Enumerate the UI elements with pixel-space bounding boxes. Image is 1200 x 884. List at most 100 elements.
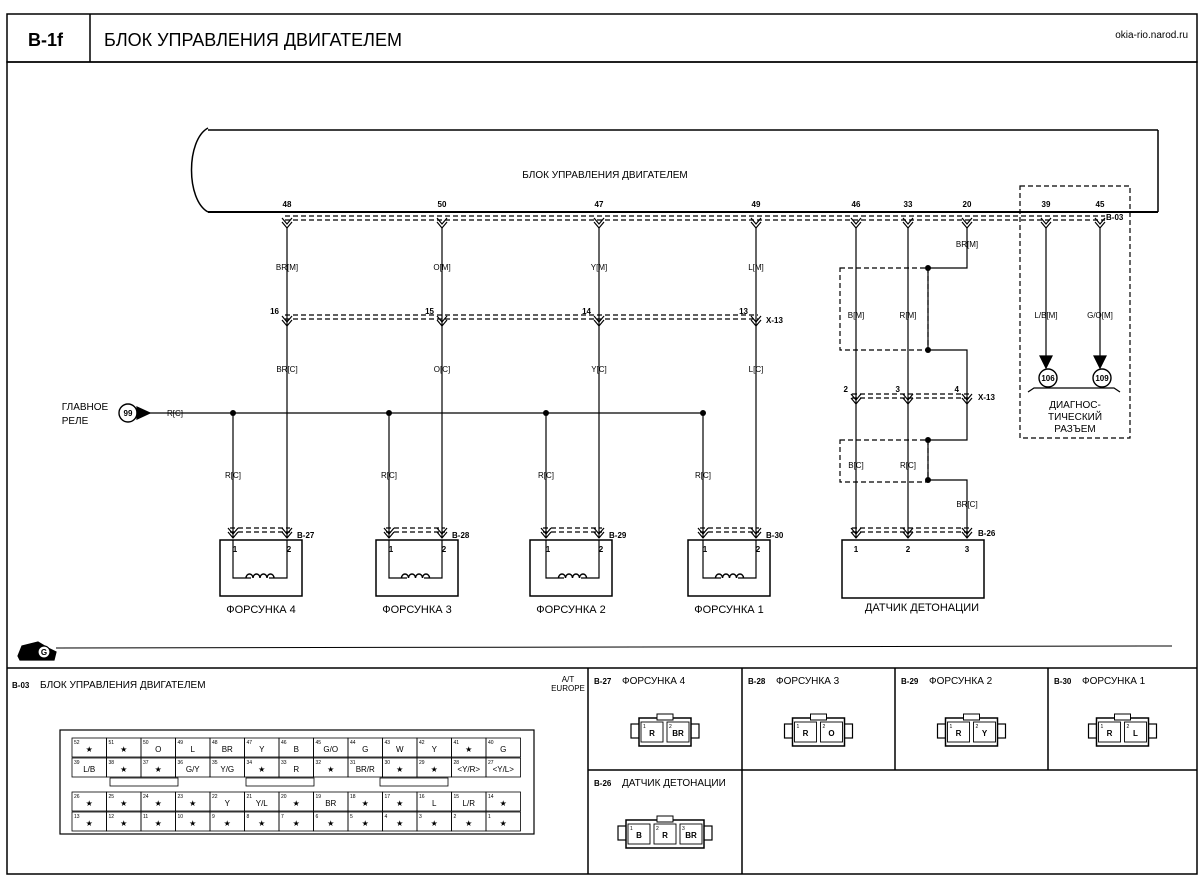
injector-body [375,539,459,597]
knock-x13-pin: 4 [955,385,960,394]
knock-x13-chevron [850,393,862,405]
b03-pin-color: Y [259,745,265,754]
b03-pin-number: 19 [316,794,322,800]
b03-pin-color: G [362,745,368,754]
b03-pin-number: 49 [178,740,184,746]
main-relay-label-line1: ГЛАВНОЕ [62,402,109,413]
connector-view-pin-number: 2 [976,724,979,730]
b03-pin-color: ★ [189,799,196,808]
connector-view-pin-color: R [1107,729,1113,738]
b03-pin-color: BR/R [356,765,375,774]
b03-pin-cell [485,791,521,812]
injector-body [529,539,613,597]
injector-pin-chevron [593,527,605,539]
b03-pin-number: 1 [488,814,491,820]
connector-view-pin-number: 2 [656,826,659,832]
b03-pin-number: 15 [454,794,460,800]
knock-pin-chevron [850,527,862,539]
injector-terminal-2: 2 [442,545,447,554]
knock-x13-chevron [961,393,973,405]
injector-pin-chevron [227,527,239,539]
b03-pin-number: 6 [316,814,319,820]
b03-pin-color: B [294,745,299,754]
ecu-pin-number: 33 [904,200,913,209]
connector-view-pin-number: 1 [797,724,800,730]
diag-dashed-box [1019,185,1131,439]
b03-pin-color: BR [222,745,233,754]
injector-name: ФОРСУНКА 4 [226,604,296,616]
b03-pin-number: 13 [74,814,80,820]
supply-junction-dot [230,410,236,416]
b03-pin-number: 25 [109,794,115,800]
knock-terminal-number: 3 [965,545,970,554]
ecu-pin-chevron [750,217,762,229]
injector-coil-icon [400,573,431,579]
b03-pin-color: L [191,745,196,754]
diag-reference [1038,368,1058,388]
b03-pin-number: 10 [178,814,184,820]
injector-connector-code: B-28 [452,531,470,540]
connector-view-pin-number: 2 [1127,724,1130,730]
b03-pin-number: 8 [247,814,250,820]
ecu-pin-number: 49 [752,200,761,209]
injector-coil-leads [545,540,600,579]
injector-supply-label: R[C] [538,471,554,480]
b03-pin-color: ★ [155,799,162,808]
ecu-pin-chevron [1094,217,1106,229]
connector-view-body [944,717,999,747]
b03-pin-number: 48 [212,740,218,746]
b03-pin-color: ★ [293,799,300,808]
connector-view-name: ФОРСУНКА 3 [776,676,840,687]
b03-pin-color: G [500,745,506,754]
b03-pin-color: ★ [120,819,127,828]
injector-x13-chevron [281,315,293,327]
b03-pin-color: Y [432,745,438,754]
connector-view-latch [656,713,674,721]
main-relay-wire-label: R[C] [167,409,183,418]
injector-terminal-2: 2 [756,545,761,554]
connector-view-pin-number: 1 [1101,724,1104,730]
injector-coil-leads [702,540,757,579]
connector-view-latch [1114,713,1131,721]
b03-pin-color: BR [325,799,336,808]
b03-pin-cell [485,811,521,832]
b03-latch-slot [379,777,449,787]
ecu-pin-number: 48 [283,200,292,209]
connector-view-pin [627,823,651,845]
b03-pin-number: 23 [178,794,184,800]
b03-pin-number: 30 [385,760,391,766]
diag-reference-number: 106 [1041,374,1055,383]
knock-wire-label: B[C] [848,461,864,470]
b03-pin-cell [485,737,521,758]
b03-pin-number: 45 [316,740,322,746]
injector-upper-wire-label: Y[M] [591,263,607,272]
connector-view-pin-color: R [649,729,655,738]
injector-upper-wire-label: BR[M] [276,263,298,272]
injector-connector-code: B-30 [766,531,784,540]
injector-name: ФОРСУНКА 2 [536,604,606,616]
injector-name: ФОРСУНКА 3 [382,604,452,616]
b03-pin-number: 46 [281,740,287,746]
injector-supply-label: R[C] [225,471,241,480]
b03-pin-number: 12 [109,814,115,820]
connector-view-pin [653,823,677,845]
diag-connector-bracket [1027,387,1121,393]
b03-pin-number: 11 [143,814,148,820]
b03-pin-color: ★ [396,765,403,774]
knock-pin-chevron [902,527,914,539]
b03-pin-number: 7 [281,814,284,820]
injector-body [219,539,303,597]
connector-view-latch [810,713,827,721]
injector-terminal-1: 1 [389,545,394,554]
injector-connector-code: B-29 [609,531,627,540]
b03-pin-color: ★ [86,745,93,754]
b03-pin-color: Y/L [256,799,269,808]
b03-connector-outline [59,729,535,835]
b03-pin-number: 44 [350,740,356,746]
diag-wire-label: L/B[M] [1034,311,1057,320]
connector-view-name: ФОРСУНКА 1 [1082,676,1146,687]
b03-pin-number: 22 [212,794,218,800]
b03-pin-number: 4 [385,814,388,820]
b03-pin-color: ★ [327,765,334,774]
